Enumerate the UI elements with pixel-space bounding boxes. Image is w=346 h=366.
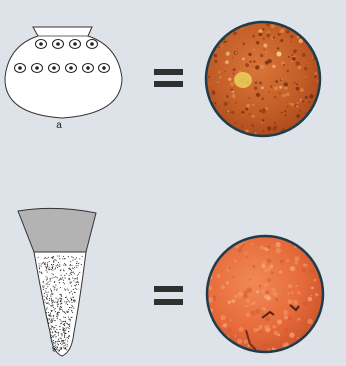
equals-sign-bottom bbox=[154, 286, 183, 305]
equals-sign-top bbox=[154, 69, 183, 87]
clay-sample-top bbox=[205, 20, 321, 137]
figure-caption-a: a bbox=[52, 120, 66, 131]
cone-vessel-drawing bbox=[18, 208, 96, 356]
clay-sample-bottom bbox=[205, 235, 323, 354]
